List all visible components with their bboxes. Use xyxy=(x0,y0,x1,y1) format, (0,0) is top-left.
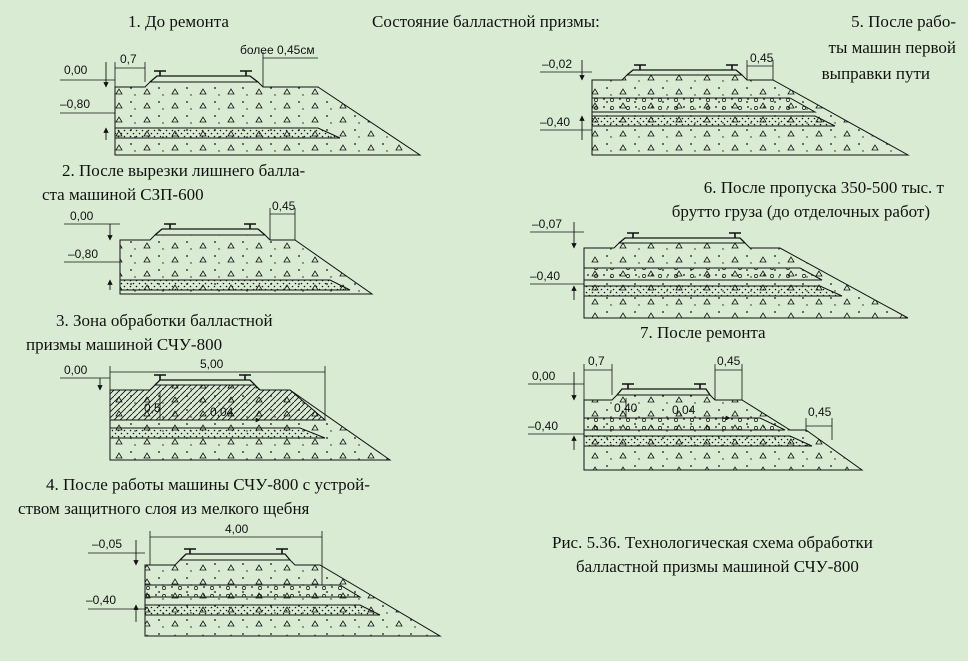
panel-2-title-line-1: 2. После вырезки лишнего балла- xyxy=(62,161,306,180)
panel-1-diagram: 0,00 –0,80 0,7 более 0,45см xyxy=(60,43,422,156)
panel-5-title-line-1: 5. После рабо- xyxy=(851,12,956,31)
panel-1-title: 1. До ремонта xyxy=(128,12,229,31)
panel-5-dim-shoulder: 0,45 xyxy=(750,51,774,65)
panel-7-dim-shoulder: 0,7 xyxy=(588,354,605,368)
panel-5-diagram: –0,02 –0,40 0,45 xyxy=(540,51,910,156)
panel-2-bottom-level: –0,80 xyxy=(68,247,98,261)
figure-caption-line-1: Рис. 5.36. Технологическая схема обработ… xyxy=(552,533,873,552)
panel-4-dim-width: 4,00 xyxy=(225,522,249,536)
panel-7-title: 7. После ремонта xyxy=(640,323,766,342)
panel-4-diagram: –0,05 –0,40 4,00 xyxy=(86,522,442,637)
panel-7-dim-lower-shoulder: 0,45 xyxy=(808,405,832,419)
panel-1-top-level: 0,00 xyxy=(64,63,88,77)
panel-4-bottom-level: –0,40 xyxy=(86,593,116,607)
panel-4-top-level: –0,05 xyxy=(92,537,122,551)
figure-caption-line-2: балластной призмы машиной СЧУ-800 xyxy=(576,557,859,576)
panel-3-dim-width: 5,00 xyxy=(200,357,224,371)
panel-7-dim-slope: 0,04 xyxy=(672,403,696,417)
panel-7-diagram: 0,00 –0,40 0,7 0,45 0,40 0,04 0,45 xyxy=(528,354,864,471)
panel-5-bottom-level: –0,40 xyxy=(540,115,570,129)
panel-3-title-line-2: призмы машиной СЧУ-800 xyxy=(26,335,223,354)
panel-5-title-line-2: ты машин первой xyxy=(828,38,956,57)
panel-6-top-level: –0,07 xyxy=(532,217,562,231)
panel-6-diagram: –0,07 –0,40 xyxy=(530,217,909,319)
panel-6-title-line-1: 6. После пропуска 350-500 тыс. т xyxy=(703,178,944,197)
panel-1-dim-excess: более 0,45см xyxy=(240,43,315,57)
panel-2-dim-shoulder: 0,45 xyxy=(272,199,296,213)
panel-7-bottom-level: –0,40 xyxy=(528,419,558,433)
panel-7-dim-depth: 0,40 xyxy=(614,401,638,415)
panel-5-top-level: –0,02 xyxy=(542,57,572,71)
panel-3-diagram: 0,00 5,00 0,5 0,04 xyxy=(60,357,392,461)
panel-1-bottom-level: –0,80 xyxy=(60,97,90,111)
panel-3-title-line-1: 3. Зона обработки балластной xyxy=(56,311,273,330)
panel-4-title-line-1: 4. После работы машины СЧУ-800 с устрой- xyxy=(46,475,370,494)
panel-6-bottom-level: –0,40 xyxy=(530,269,560,283)
panel-5-title-line-3: выправки пути xyxy=(821,64,930,83)
panel-3-dim-depth: 0,5 xyxy=(144,401,161,415)
panel-7-top-level: 0,00 xyxy=(532,369,556,383)
panel-3-top-level: 0,00 xyxy=(64,363,88,377)
panel-3-dim-slope: 0,04 xyxy=(210,405,234,419)
panel-4-title-line-2: ством защитного слоя из мелкого щебня xyxy=(18,499,310,518)
panel-1-dim-shoulder: 0,7 xyxy=(120,52,137,66)
ballast-state-header: Состояние балластной призмы: xyxy=(372,12,600,31)
panel-7-dim-top-shoulder: 0,45 xyxy=(717,354,741,368)
panel-6-title-line-2: брутто груза (до отделочных работ) xyxy=(671,202,930,221)
panel-2-title-line-2: ста машиной СЗП-600 xyxy=(42,185,204,204)
panel-2-diagram: 0,00 –0,80 0,45 xyxy=(64,199,374,295)
panel-2-top-level: 0,00 xyxy=(70,209,94,223)
